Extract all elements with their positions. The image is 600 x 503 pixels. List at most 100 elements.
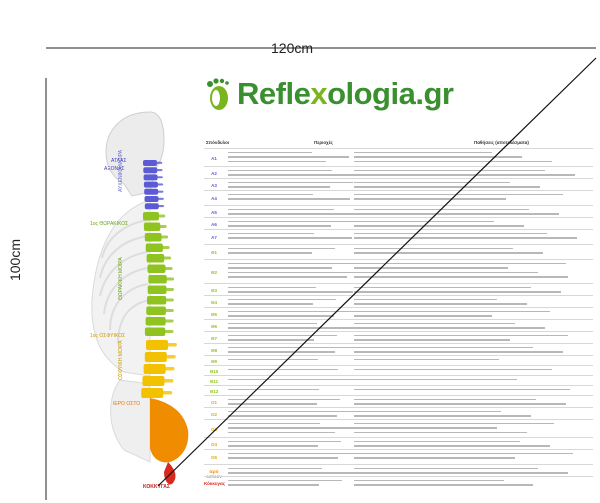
region-text-lines xyxy=(228,389,348,393)
condition-text-lines xyxy=(354,359,584,363)
vertebra xyxy=(145,317,166,326)
vertebra xyxy=(143,160,157,166)
vertebra-code: Θ11 xyxy=(209,378,219,384)
table-row: Θ10 xyxy=(204,365,593,376)
vertebra-process xyxy=(161,246,170,250)
vertebra-code: Θ6 xyxy=(210,323,217,329)
label-atlas: ΑΤΛΑΣ xyxy=(111,158,127,164)
vertebra-code: Θ7 xyxy=(210,335,217,341)
label-coccyx: ΚΟΚΚΥΓΑΣ xyxy=(143,484,170,490)
condition-text-lines xyxy=(354,311,584,320)
vertebra xyxy=(142,376,165,386)
condition-text-lines xyxy=(354,233,584,242)
vertebra-code: Α5 xyxy=(211,209,217,215)
region-text-lines xyxy=(228,287,353,296)
vertebra-process xyxy=(156,183,164,186)
table-row: Θ12 xyxy=(204,385,593,396)
table-row: Α7 xyxy=(204,229,593,245)
region-text-lines xyxy=(228,379,359,383)
table-row: Ο3 xyxy=(204,419,593,438)
width-label: 120cm xyxy=(271,40,314,56)
vertebra-process xyxy=(164,267,173,271)
vertebra-code: Θ1 xyxy=(210,250,217,255)
vertebra-process xyxy=(156,176,163,179)
vertebra xyxy=(143,167,158,174)
region-text-lines xyxy=(228,347,358,356)
table-row: Θ5 xyxy=(204,307,593,320)
vertebra xyxy=(144,196,159,202)
vertebra-process xyxy=(165,277,175,281)
condition-text-lines xyxy=(354,369,584,373)
vertebra xyxy=(144,188,159,195)
table-row: Α4 xyxy=(204,190,593,206)
label-axon: ΑΞΟΝΑΣ xyxy=(104,166,125,172)
footprint-leaf-icon xyxy=(207,78,229,110)
table-row: Α6 xyxy=(204,217,593,230)
condition-text-lines xyxy=(354,480,584,489)
brand-logo: Reflexologia.gr xyxy=(203,76,454,112)
sacrum-shape xyxy=(150,398,189,463)
vertebra-code: Ο5 xyxy=(210,455,217,460)
region-text-lines xyxy=(228,263,370,281)
vertebra-code: Θ4 xyxy=(210,299,217,305)
vertebra-process xyxy=(159,225,167,229)
condition-text-lines xyxy=(354,263,584,281)
vertebra xyxy=(148,275,167,284)
condition-text-lines xyxy=(354,468,584,477)
vertebra-code: Α6 xyxy=(211,221,217,227)
vertebra-process xyxy=(167,343,177,347)
table-row: Θ6 xyxy=(204,319,593,332)
vertebra xyxy=(147,296,167,305)
region-text-lines xyxy=(228,411,360,420)
region-text-lines xyxy=(228,152,350,165)
vertebra xyxy=(144,352,167,362)
table-row: Α2 xyxy=(204,166,593,179)
condition-text-lines xyxy=(354,453,584,462)
table-row: Θ4 xyxy=(204,295,593,308)
label-t1: 1ος ΘΩΡΑΚΙΚΟΣ xyxy=(90,221,129,227)
vertebra xyxy=(147,285,167,294)
vertebra-process xyxy=(162,391,173,395)
vertebra xyxy=(144,203,159,210)
vertebra xyxy=(143,364,166,374)
vertebra-process xyxy=(157,190,164,193)
vertebra xyxy=(143,222,161,231)
region-text-lines xyxy=(228,453,362,462)
header-regions: Περιοχές xyxy=(314,140,333,145)
vertebra xyxy=(146,340,168,350)
vertebra-code: Θ5 xyxy=(210,311,217,317)
vertebra xyxy=(146,306,166,315)
vertebra-code: Θ10 xyxy=(209,368,219,374)
ribs xyxy=(99,219,151,345)
region-text-lines xyxy=(228,233,352,242)
logo-text-c: ologia.gr xyxy=(327,76,454,111)
header-conditions: Παθήσεις (αποτελέσματα) xyxy=(474,140,529,145)
vertebra-code: Κόκκυγας xyxy=(204,480,226,486)
vertebra-code: Θ2 xyxy=(210,269,217,275)
condition-text-lines xyxy=(354,170,584,179)
table-row: Θ8 xyxy=(204,343,593,356)
vertebra-code: Α2 xyxy=(211,170,217,176)
condition-text-lines xyxy=(354,347,584,356)
table-row: Θ9 xyxy=(204,355,593,366)
condition-text-lines xyxy=(354,335,584,344)
condition-text-lines xyxy=(354,248,584,257)
vertebra xyxy=(146,254,165,263)
condition-text-lines xyxy=(354,323,584,332)
vertebra-code: Α1 xyxy=(211,155,217,161)
vertebra xyxy=(144,233,162,242)
table-row: Θ1 xyxy=(204,244,593,260)
vertebra-code: Α4 xyxy=(211,196,217,201)
condition-text-lines xyxy=(354,379,584,383)
region-text-lines xyxy=(228,441,348,450)
region-text-lines xyxy=(228,311,357,320)
table-row: Θ3 xyxy=(204,283,593,296)
vertebra xyxy=(143,212,159,221)
vertebra-process xyxy=(165,355,176,359)
pelvis-shape xyxy=(110,379,151,463)
condition-text-lines xyxy=(354,399,584,408)
